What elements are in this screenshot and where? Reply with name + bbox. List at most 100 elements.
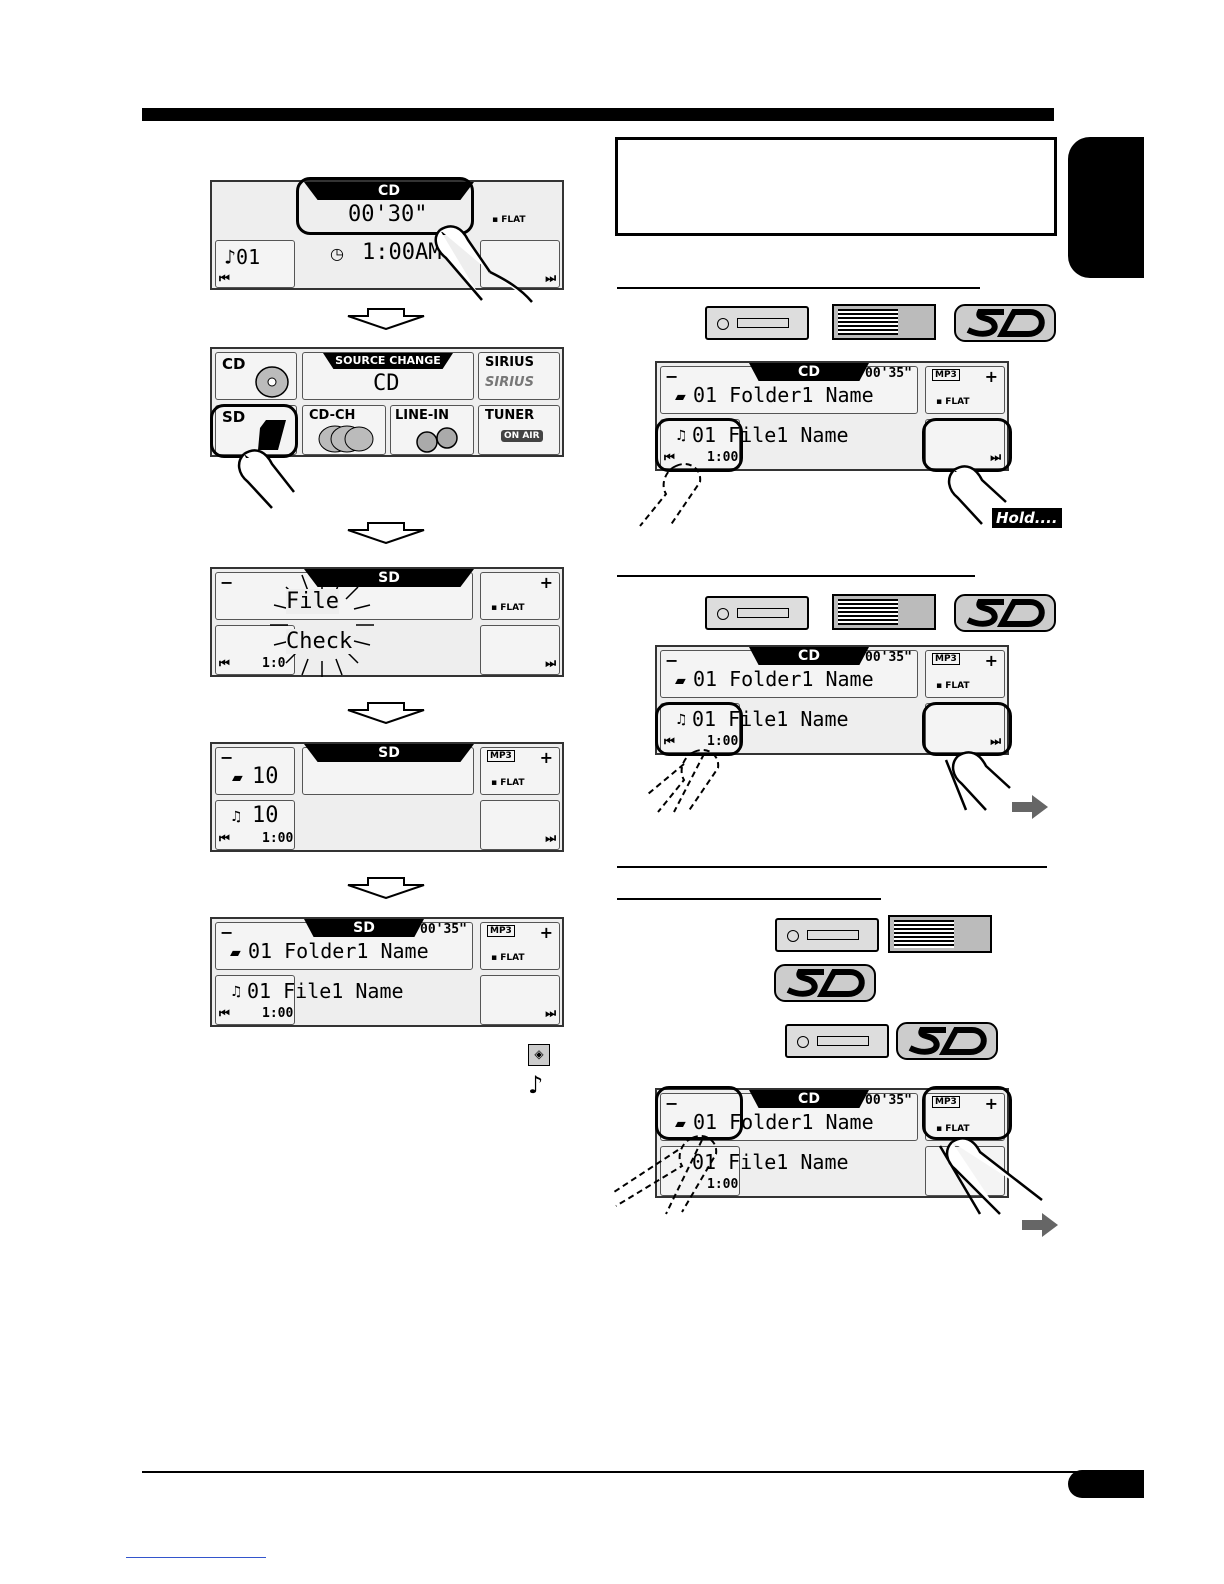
prev-track-button[interactable]: ♫ 10 ⏮ 1:00 [215,800,295,850]
eq-plus-button[interactable]: MP3 + ▪ FLAT [925,650,1005,698]
prev-icon: ⏮ [664,450,675,464]
next-track-button[interactable]: ⏭ [925,703,1005,753]
finger-dashed-icon [647,749,720,813]
source-header: SD [304,744,474,762]
cd-changer-icon [888,915,992,953]
source-change-header: SOURCE CHANGE [323,353,453,369]
disc-icon [255,366,289,398]
finger-pointer-icon [944,751,1011,811]
play-time: 1:00 [262,1006,294,1021]
next-track-button[interactable]: ⏭ [480,975,560,1025]
folder-minus-button[interactable]: − ▰ 10 [215,747,295,795]
source-cd-label: CD [222,355,246,373]
prev-track-button[interactable]: ♫ ⏮ 1:00 [660,703,740,753]
folder-icon: ▰ [675,1116,686,1132]
file-count: 10 [252,803,279,828]
folder-icon: ▰ [230,945,241,961]
file-icon: ♫ [675,712,688,728]
sirius-label: SIRIUS [485,355,534,370]
play-time: 1:0 [262,656,286,671]
lcd-screen-file-check: − SD + ▪ FLAT ⏮ 1:0 ⏭ File Check [210,567,564,677]
section-rule-3b [617,898,881,900]
minus-icon: − [220,573,234,592]
plug-icon [416,427,458,453]
page-number-tab [1068,1470,1144,1498]
highlight-folder-plus [922,1086,1012,1140]
file-name: 01 File1 Name [692,1150,849,1174]
track-number: ♪01 [224,245,261,269]
file-icon: ♫ [230,984,243,1000]
next-icon: ⏭ [545,656,556,670]
prev-icon: ⏮ [219,831,230,845]
next-icon: ⏭ [990,734,1001,748]
eq-plus-button[interactable]: MP3 + ▪ FLAT [480,747,560,795]
folder-name: 01 Folder1 Name [693,1110,874,1134]
plus-icon: + [984,367,998,386]
right-arrow-icon [1012,795,1048,819]
down-arrow-icon [347,702,425,724]
minus-icon: − [220,923,234,942]
section-rule-1 [617,287,980,289]
next-track-button[interactable]: ⏭ [480,240,560,288]
folder-icon: ▰ [675,389,686,405]
next-track-button[interactable]: ⏭ [480,625,560,675]
source-tuner-button[interactable]: TUNER ON AIR [478,405,560,455]
prev-track-button[interactable]: ⏮ 1:0 [215,625,295,675]
minus-icon: − [665,651,679,670]
eq-plus-button[interactable]: MP3 + ▪ FLAT [925,1093,1005,1141]
sd-card-icon [258,420,286,450]
source-linein-button[interactable]: LINE-IN [390,405,474,455]
cd-receiver-icon [785,1024,889,1058]
source-cd-button[interactable]: CD [215,352,297,400]
plus-icon: + [539,748,553,767]
finger-pointer-icon [237,449,295,509]
source-cdch-button[interactable]: CD-CH [302,405,386,455]
sd-label: SD [222,408,246,426]
elapsed-time: 00'30" [348,202,428,227]
next-icon: ⏭ [545,831,556,845]
next-icon: ⏭ [545,271,556,285]
footer-link-line [126,1557,266,1558]
note-box [615,137,1057,236]
flashing-burst-icon [270,573,374,677]
current-source: CD [373,371,400,396]
sd-logo-icon [954,304,1056,342]
plus-icon: + [539,573,553,592]
cd-changer-icon [832,304,936,340]
play-time: 1:00 [262,831,294,846]
section-rule-2 [617,575,975,577]
lcd-screen-cd: CD 00'30" ▪ FLAT ♪01 ⏮ ◷ 1:00AM ⏭ [210,180,564,290]
eq-mode: ▪ FLAT [936,681,970,691]
folder-icon: ▰ [232,770,243,786]
eq-plus-button[interactable]: MP3 + ▪ FLAT [925,366,1005,414]
minus-icon: − [220,748,234,767]
next-track-button[interactable]: ⏭ [480,800,560,850]
clock-time: 1:00AM [362,240,442,265]
mp3-badge: MP3 [932,653,960,665]
eq-plus-button[interactable]: MP3 + ▪ FLAT [480,922,560,970]
source-sirius-button[interactable]: SIRIUS SIRIUS [478,352,560,400]
plus-icon: + [984,651,998,670]
folder-name: 01 Folder1 Name [693,383,874,407]
highlight-prev-button [655,702,743,756]
source-header: SD [304,569,474,587]
eq-mode: ▪ FLAT [936,397,970,407]
section-rule-3a [617,866,1047,868]
mp3-badge: MP3 [487,750,515,762]
prev-track-button[interactable]: ♪01 ⏮ [215,240,295,288]
cd-changer-icon [832,594,936,630]
prev-track-button[interactable]: ♫ ⏮ 1:00 [215,975,295,1025]
eq-mode: ▪ FLAT [492,215,526,225]
eq-panel[interactable]: + ▪ FLAT [480,572,560,620]
highlight-folder-minus [655,1086,743,1140]
next-icon: ⏭ [990,450,1001,464]
elapsed-time: 00'35" [420,922,467,937]
prev-icon: ⏮ [219,271,230,285]
lcd-screen-source-change: CD SOURCE CHANGE CD SIRIUS SIRIUS SD CD-… [210,347,564,457]
source-change-panel: SOURCE CHANGE CD [302,352,474,400]
prev-track-button[interactable]: ♫ ⏮ 1:00 [660,419,740,469]
cd-receiver-icon [775,918,879,952]
right-arrow-icon [1022,1213,1058,1237]
mp3-badge: MP3 [932,1096,960,1108]
finger-pointer-icon [947,465,1007,525]
